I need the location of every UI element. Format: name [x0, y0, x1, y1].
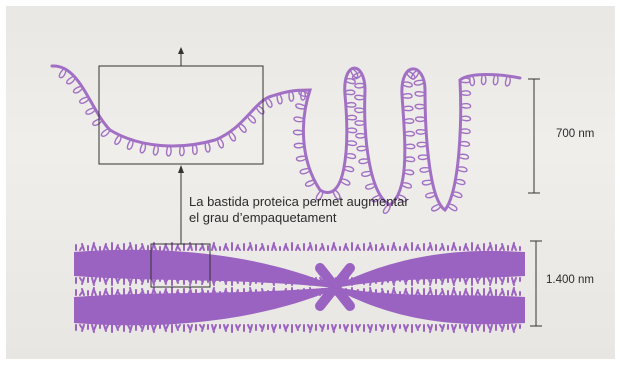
figure-stage: La bastida proteica permet augmentar el … — [0, 0, 621, 365]
image-border — [0, 0, 621, 365]
